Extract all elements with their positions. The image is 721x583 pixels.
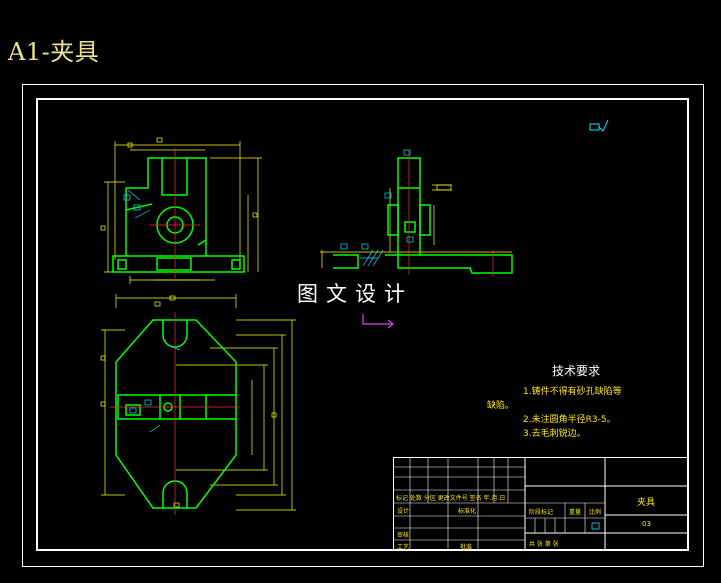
title-block-scale: 比例 [589,509,602,516]
watermark-text: 图文设计 [297,282,413,306]
title-block-stage-mark: 阶段标记 [529,509,554,516]
front-view-centerlines [150,148,200,278]
tech-note-2: 2.未注圆角半径R3-5。 [523,415,616,425]
side-view-centerlines [408,150,494,276]
title-block-approve: 批准 [460,544,473,551]
side-view-dimensions [320,184,512,268]
title-block-grid [394,457,605,550]
title-block-weight: 重量 [569,509,582,516]
front-view-dimensions [100,137,262,301]
top-view [100,294,296,515]
top-view-dimensions [100,294,296,511]
title-block [393,457,688,550]
surface-roughness-icon [589,119,609,132]
tech-note-1a: 1.铸件不得有砂孔缺陷等 [523,387,622,397]
title-block-part-name: 夹具 [637,498,656,508]
title-block-standardization: 标准化 [458,508,477,515]
page-title: A1-夹具 [8,38,100,66]
title-block-row-header: 标记 处数 分区 更改文件号 签名 年.月.日 [396,495,506,502]
title-block-drawing-number: 03 [642,520,651,528]
front-view-leaders [123,189,151,219]
direction-arrow-icon [362,314,394,329]
front-view [100,137,262,301]
side-view-leaders [340,149,414,267]
title-block-process: 工艺 [397,544,410,551]
title-block-designer: 设计 [397,508,410,515]
front-view-outline [112,157,245,273]
technical-requirements-heading: 技术要求 [552,364,601,378]
tech-note-3: 3.去毛刺锐边。 [523,429,586,439]
side-view [320,149,513,276]
inner-frame [36,98,689,551]
side-view-outline [333,157,513,274]
title-block-review: 审核 [397,532,410,539]
title-block-sheet-info: 共 张 第 张 [529,541,559,548]
outer-frame [22,84,704,567]
top-view-leaders [129,344,181,433]
top-view-centerlines [110,312,240,515]
tech-note-1b: 缺陷。 [487,401,515,411]
